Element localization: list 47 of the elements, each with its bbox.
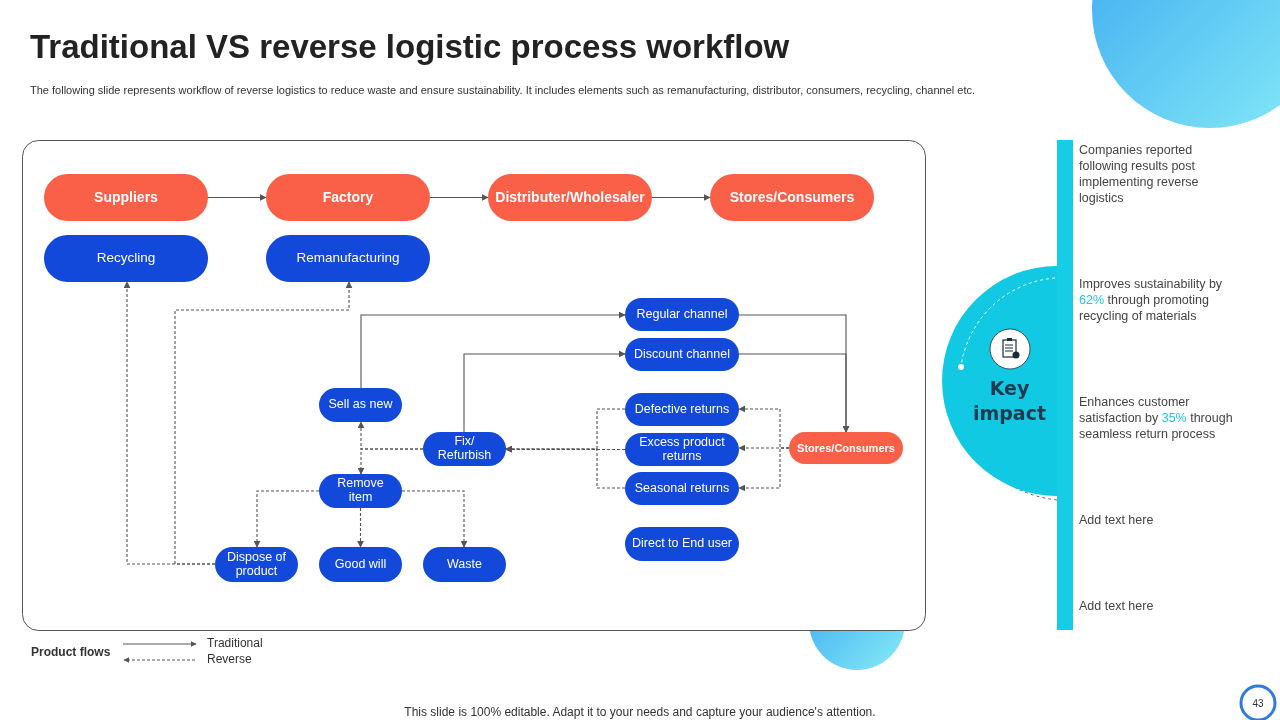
process-pill: Good will bbox=[319, 547, 402, 582]
subtitle: The following slide represents workflow of reverse logistics to reduce waste and ensure sustainability. It includes elements such as remanufacturing, distributor, consumers, recycling, channel etc. bbox=[30, 83, 977, 98]
arrow bbox=[429, 194, 489, 201]
dashed-arrow bbox=[357, 448, 424, 475]
process-pill: Seasonal returns bbox=[625, 472, 739, 505]
dashed-arrow bbox=[174, 281, 353, 565]
legend-text: Traditional bbox=[207, 636, 263, 650]
arrow bbox=[651, 194, 711, 201]
dashed-arrow bbox=[401, 490, 468, 548]
process-pill: Direct to End user bbox=[625, 527, 739, 561]
process-pill: Factory bbox=[266, 174, 430, 221]
impact-text: Add text here bbox=[1079, 598, 1155, 614]
process-pill: Distributer/Wholesaler bbox=[488, 174, 652, 221]
arrow bbox=[207, 194, 267, 201]
process-pill: Stores/Consumers bbox=[789, 432, 903, 464]
process-pill: Discount channel bbox=[625, 338, 739, 371]
dashed-arrow bbox=[505, 445, 626, 489]
vertical-bar bbox=[1057, 140, 1073, 630]
process-pill: Suppliers bbox=[44, 174, 208, 221]
impact-text: Add text here bbox=[1079, 512, 1155, 528]
process-pill: Excess product returns bbox=[625, 433, 739, 466]
process-pill: Remove item bbox=[319, 474, 402, 508]
dashed-arrow bbox=[505, 446, 626, 453]
dashed-arrow bbox=[357, 507, 364, 548]
dashed-arrow bbox=[738, 447, 790, 492]
arrow bbox=[738, 353, 850, 433]
process-pill: Waste bbox=[423, 547, 506, 582]
impact-text: Improves sustainability by 62% through promoting recycling of materials bbox=[1079, 276, 1224, 324]
process-pill: Sell as new bbox=[319, 388, 402, 422]
process-pill: Recycling bbox=[44, 235, 208, 282]
process-pill: Fix/ Refurbish bbox=[423, 432, 506, 466]
legend-text: Reverse bbox=[207, 652, 252, 666]
dashed-arrow bbox=[253, 490, 320, 548]
impact-text: Companies reported following results post implementing reverse logistics bbox=[1079, 142, 1200, 206]
title: Traditional VS reverse logistic process workflow bbox=[30, 28, 790, 66]
process-pill: Regular channel bbox=[625, 298, 739, 331]
legend-title: Product flows bbox=[31, 644, 112, 660]
key-impact-heading: Key impact bbox=[971, 376, 1048, 426]
process-pill: Defective returns bbox=[625, 393, 739, 426]
process-pill: Stores/Consumers bbox=[710, 174, 874, 221]
process-pill: Remanufacturing bbox=[266, 235, 430, 282]
page-number: 43 bbox=[1251, 697, 1265, 711]
impact-text: Enhances customer satisfaction by 35% through seamless return process bbox=[1079, 394, 1234, 442]
footer-note: This slide is 100% editable. Adapt it to your needs and capture your audience's attention. bbox=[403, 704, 877, 720]
arrow bbox=[463, 350, 626, 433]
arrow bbox=[360, 311, 626, 389]
process-pill: Dispose of product bbox=[215, 547, 298, 582]
